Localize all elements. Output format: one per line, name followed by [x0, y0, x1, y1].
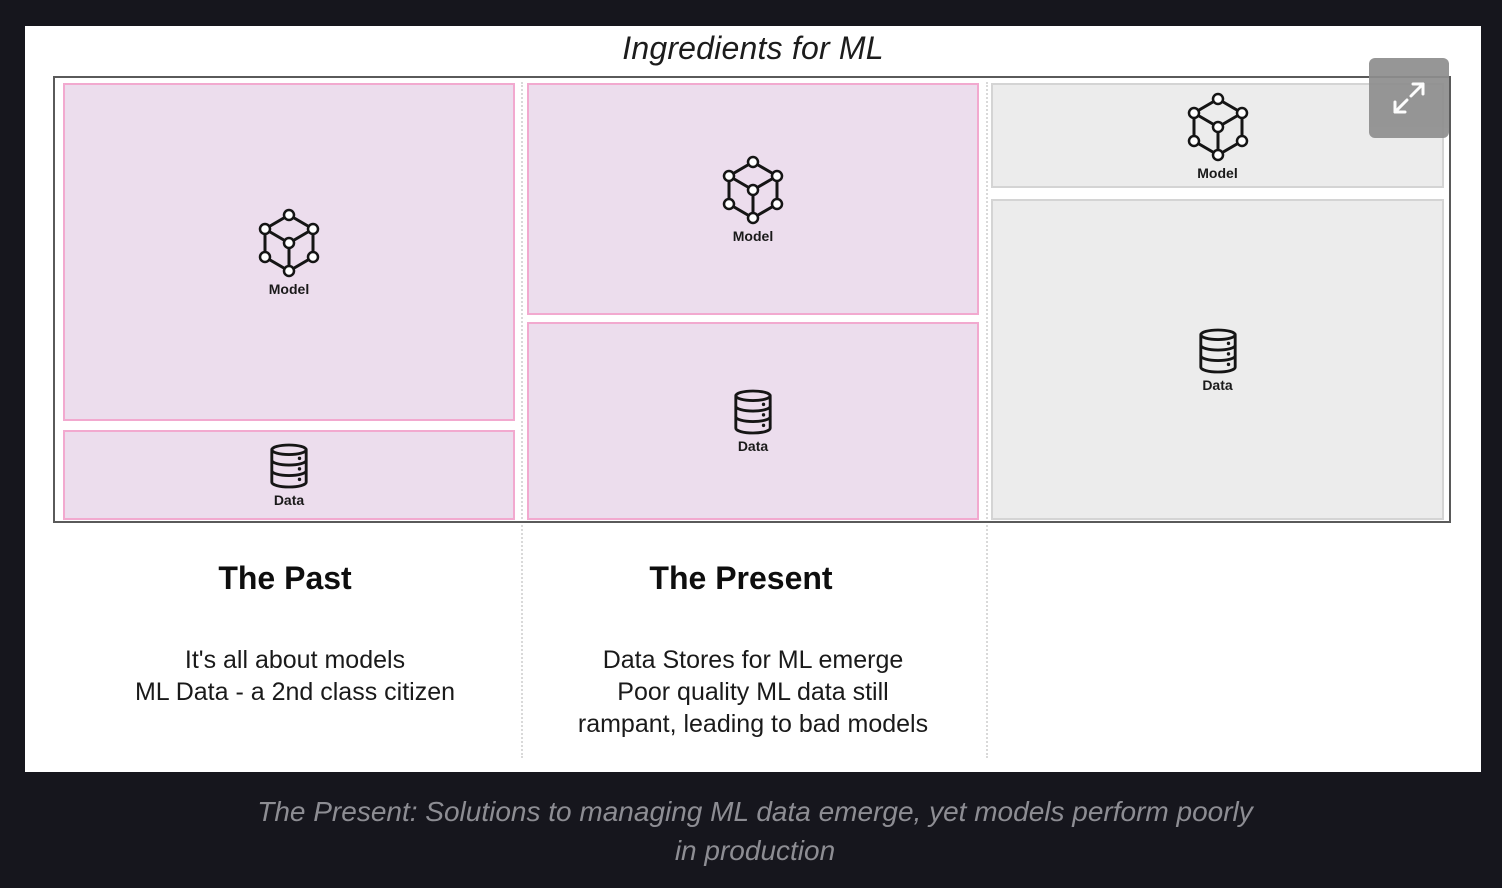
desc-line: rampant, leading to bad models — [577, 710, 929, 738]
database-icon — [732, 388, 774, 436]
desc-line: ML Data - a 2nd class citizen — [134, 678, 456, 706]
future-model-box: Model — [991, 83, 1444, 188]
past-data-box: Data — [63, 430, 515, 520]
diagram-frame — [53, 76, 1451, 523]
past-description: It's all about models ML Data - a 2nd cl… — [85, 644, 505, 708]
figure-title: Ingredients for ML — [622, 30, 884, 66]
column-divider — [521, 82, 523, 758]
present-description: Data Stores for ML emerge Poor quality M… — [545, 644, 961, 740]
expand-button[interactable] — [1369, 58, 1449, 138]
past-model-box: Model — [63, 83, 515, 421]
desc-line: Poor quality ML data still — [617, 678, 889, 706]
database-icon — [1197, 327, 1239, 375]
desc-line: It's all about models — [184, 646, 406, 674]
cube-icon — [721, 154, 785, 226]
column-divider — [986, 82, 988, 758]
present-data-box: Data — [527, 322, 979, 520]
figure-caption: The Present: Solutions to managing ML da… — [240, 792, 1270, 870]
desc-line: Data Stores for ML emerge — [602, 646, 904, 674]
cube-icon — [257, 207, 321, 279]
data-label: Data — [1202, 376, 1233, 393]
caption-line: The Present: Solutions to managing ML da… — [257, 796, 1253, 827]
caption-line: in production — [674, 835, 836, 866]
model-label: Model — [1197, 164, 1238, 181]
database-icon — [268, 442, 310, 490]
data-label: Data — [273, 492, 305, 508]
future-data-box: Data — [991, 199, 1444, 520]
present-model-box: Model — [527, 83, 979, 315]
data-label: Data — [737, 438, 769, 454]
model-label: Model — [268, 281, 310, 297]
slide-figure: Ingredients for ML Model Data Model Data… — [25, 26, 1481, 772]
model-label: Model — [732, 228, 774, 244]
past-heading: The Past — [218, 560, 352, 596]
present-heading: The Present — [649, 560, 833, 596]
expand-arrows-icon — [1393, 82, 1425, 114]
cube-icon — [1186, 91, 1250, 163]
